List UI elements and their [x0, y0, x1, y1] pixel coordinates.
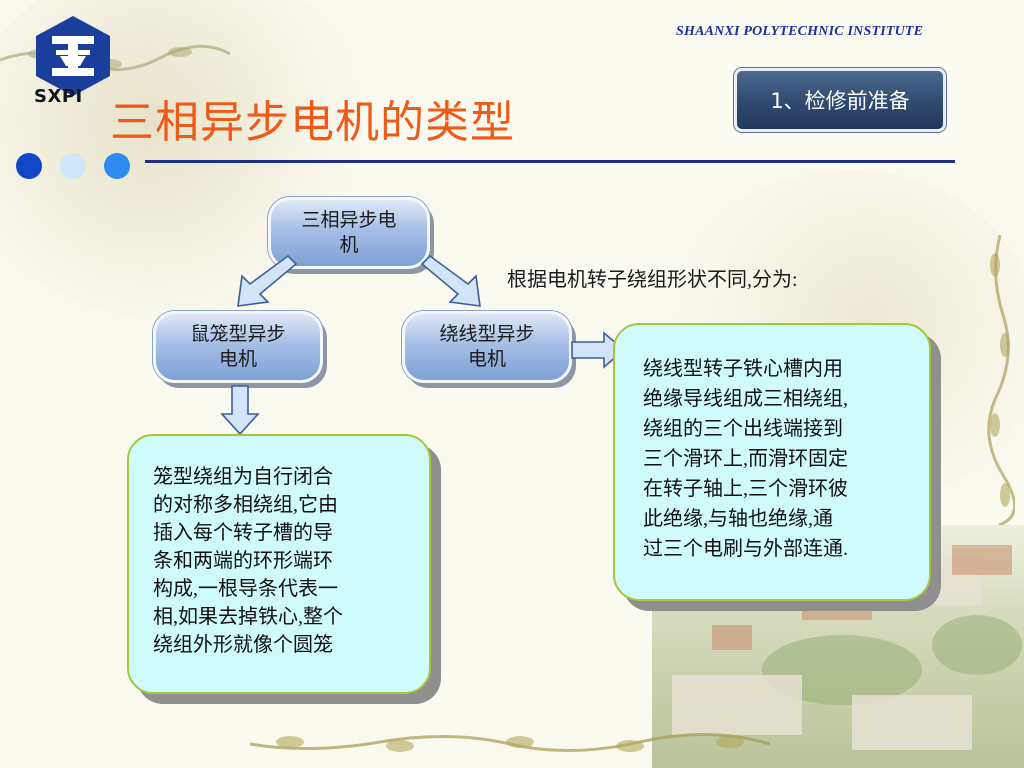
description-line: 笼型绕组为自行闭合 [153, 466, 333, 488]
bullet-dot-light [60, 153, 86, 179]
description-line: 绕组的三个出线端接到 [643, 418, 843, 440]
title-divider [145, 160, 955, 163]
logo-text: SXPI [34, 86, 83, 107]
description-line: 绝缘导线组成三相绕组, [643, 388, 848, 410]
description-line: 三个滑环上,而滑环固定 [643, 448, 848, 470]
description-line: 在转子轴上,三个滑环彼 [643, 478, 848, 500]
slide-title: 三相异步电机的类型 [110, 97, 515, 148]
node-three-phase-motor: 三相异步电 机 [268, 197, 430, 269]
description-line: 过三个电刷与外部连通. [643, 538, 848, 560]
arrow-down-icon [220, 385, 260, 436]
arrow-down-left-icon [237, 254, 298, 307]
description-line: 插入每个转子槽的导 [153, 522, 333, 544]
description-line: 绕线型转子铁心槽内用 [643, 358, 843, 380]
wound-rotor-description: 绕线型转子铁心槽内用 绝缘导线组成三相绕组, 绕组的三个出线端接到 三个滑环上,… [613, 323, 931, 601]
node-wound-rotor-motor: 绕线型异步 电机 [402, 311, 572, 383]
classification-intro: 根据电机转子绕组形状不同,分为: [507, 269, 798, 291]
bullet-dot-dark [16, 153, 42, 179]
institute-name: SHAANXI POLYTECHNIC INSTITUTE [676, 24, 924, 39]
node-label-line-2: 电机 [218, 348, 257, 370]
description-line: 相,如果去掉铁心,整个 [153, 606, 343, 628]
description-line: 此绝缘,与轴也绝缘,通 [643, 508, 833, 530]
node-label-line-1: 鼠笼型异步 [190, 323, 286, 345]
section-tag-button[interactable]: 1、检修前准备 [734, 68, 946, 132]
sxpi-logo-icon [36, 16, 110, 96]
vine-decoration-bottom [250, 733, 770, 752]
node-label-line-2: 电机 [467, 348, 506, 370]
description-line: 构成,一根导条代表一 [153, 578, 338, 600]
node-label-line-1: 绕线型异步 [439, 323, 535, 345]
arrow-down-right-icon [420, 254, 481, 307]
node-label-line-1: 三相异步电 [301, 209, 397, 231]
vine-decoration-right [987, 235, 1015, 525]
description-line: 条和两端的环形端环 [153, 550, 333, 572]
node-label-line-2: 机 [339, 234, 359, 256]
squirrel-cage-description: 笼型绕组为自行闭合 的对称多相绕组,它由 插入每个转子槽的导 条和两端的环形端环… [127, 434, 431, 694]
bullet-dot-blue [104, 153, 130, 179]
description-line: 绕组外形就像个圆笼 [153, 634, 333, 656]
node-squirrel-cage-motor: 鼠笼型异步 电机 [153, 311, 323, 383]
description-line: 的对称多相绕组,它由 [153, 494, 338, 516]
